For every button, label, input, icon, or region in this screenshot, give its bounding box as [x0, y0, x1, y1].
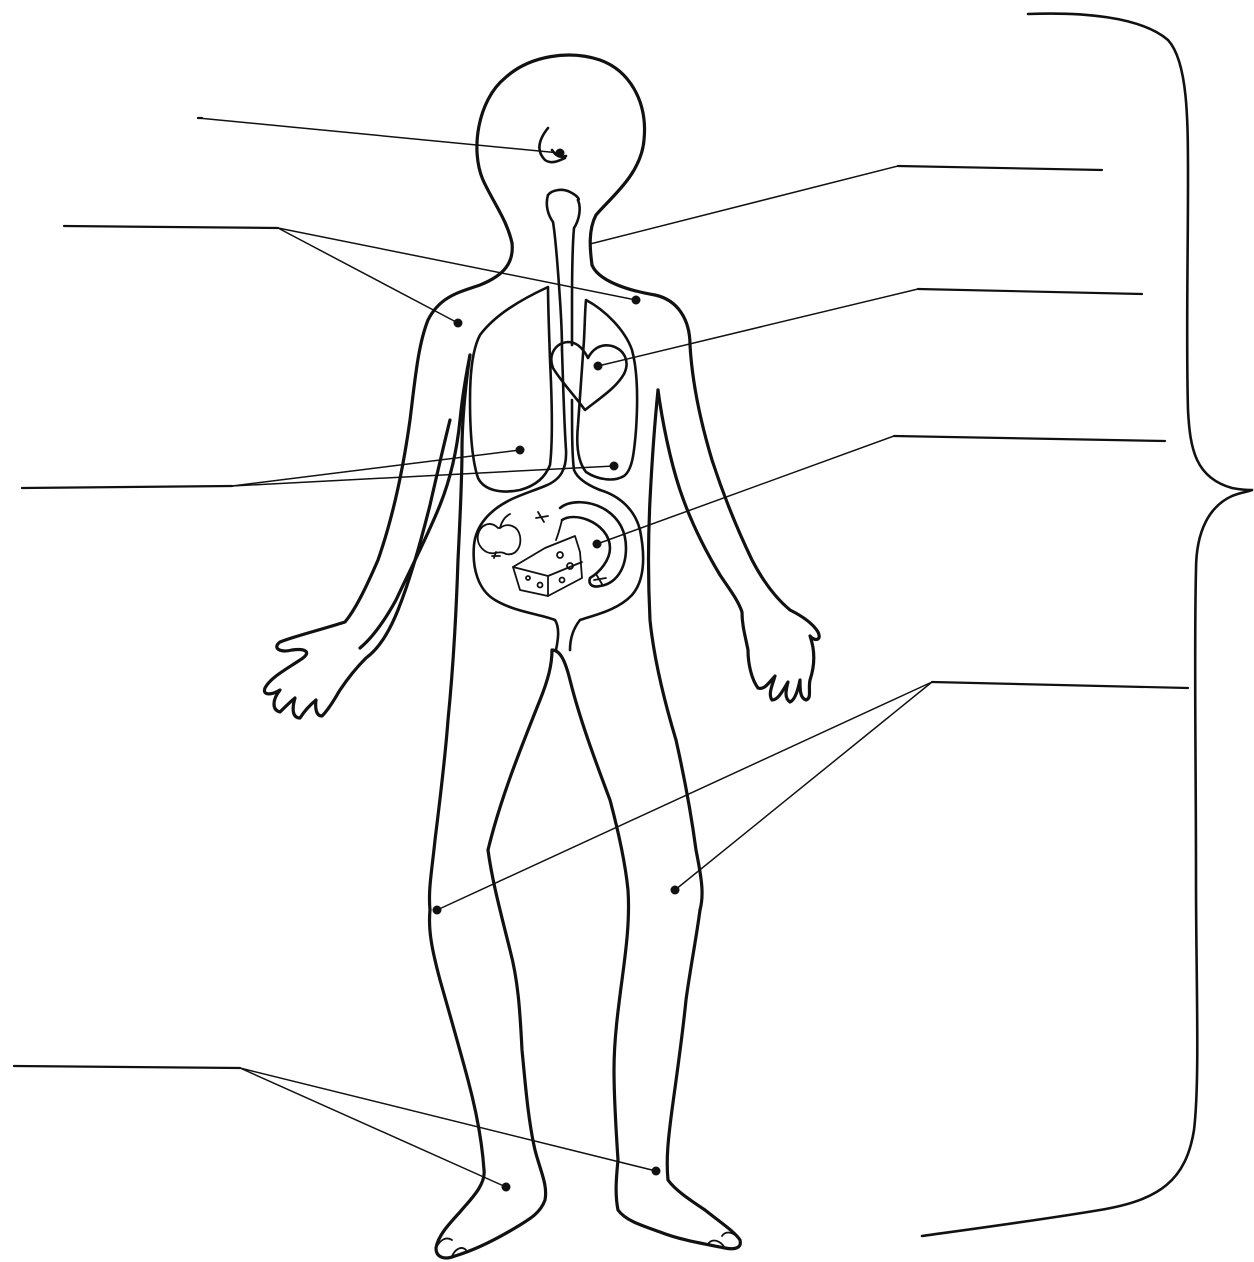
inner-legs-outline [488, 650, 629, 1160]
grouping-brace [922, 14, 1252, 1236]
leader-knees-b [675, 682, 932, 890]
answer-line-shoulders [64, 226, 278, 228]
left-arm-outline [264, 243, 512, 718]
body-outline [264, 55, 819, 1258]
answer-line-heart [918, 289, 1142, 294]
leader-lines [14, 118, 1188, 1187]
answer-line-lungs [22, 486, 232, 488]
mouth-outline [539, 128, 566, 162]
left-lung-outline [470, 287, 552, 492]
dot-stomach [593, 540, 602, 549]
right-lung-outline [577, 300, 637, 479]
leader-shoulders-b [278, 228, 458, 323]
leader-feet-a [240, 1068, 506, 1187]
dot-heart [594, 362, 603, 371]
target-dots [433, 149, 680, 1192]
leader-lungs-b [232, 466, 614, 486]
answer-line-stomach [894, 436, 1165, 441]
answer-line-knees [932, 682, 1188, 688]
stomach-inner [556, 520, 562, 540]
cheese-icon [513, 536, 582, 596]
leader-heart [598, 289, 918, 366]
throat-top [548, 190, 579, 200]
food-crumb-top [536, 512, 548, 522]
answer-line-esophagus [898, 166, 1102, 170]
dot-shoulder-right [632, 296, 641, 305]
dot-mouth [556, 149, 565, 158]
leader-stomach [597, 436, 894, 544]
dot-knee-left [433, 906, 442, 915]
leader-shoulders-a [278, 228, 636, 300]
right-arm-outline [592, 265, 819, 702]
dot-knee-right [671, 886, 680, 895]
abdomen-outline [474, 490, 643, 650]
leader-lungs-a [232, 450, 520, 486]
leader-esophagus [590, 166, 898, 244]
left-arm-inner [360, 355, 470, 648]
answer-line-feet [14, 1066, 240, 1068]
left-leg-outer [429, 850, 545, 1258]
dot-lung-left [516, 446, 525, 455]
dot-foot-right [652, 1167, 661, 1176]
torso-right-outline [649, 390, 703, 910]
leader-mouth [198, 118, 560, 153]
right-leg-outer [616, 910, 740, 1249]
dot-foot-left [502, 1183, 511, 1192]
leader-knees-a [437, 682, 932, 910]
dot-shoulder-left [454, 319, 463, 328]
esophagus-outline [547, 195, 580, 350]
leader-feet-b [240, 1068, 656, 1171]
torso-left-outline [429, 355, 470, 910]
dot-lung-right [610, 462, 619, 471]
